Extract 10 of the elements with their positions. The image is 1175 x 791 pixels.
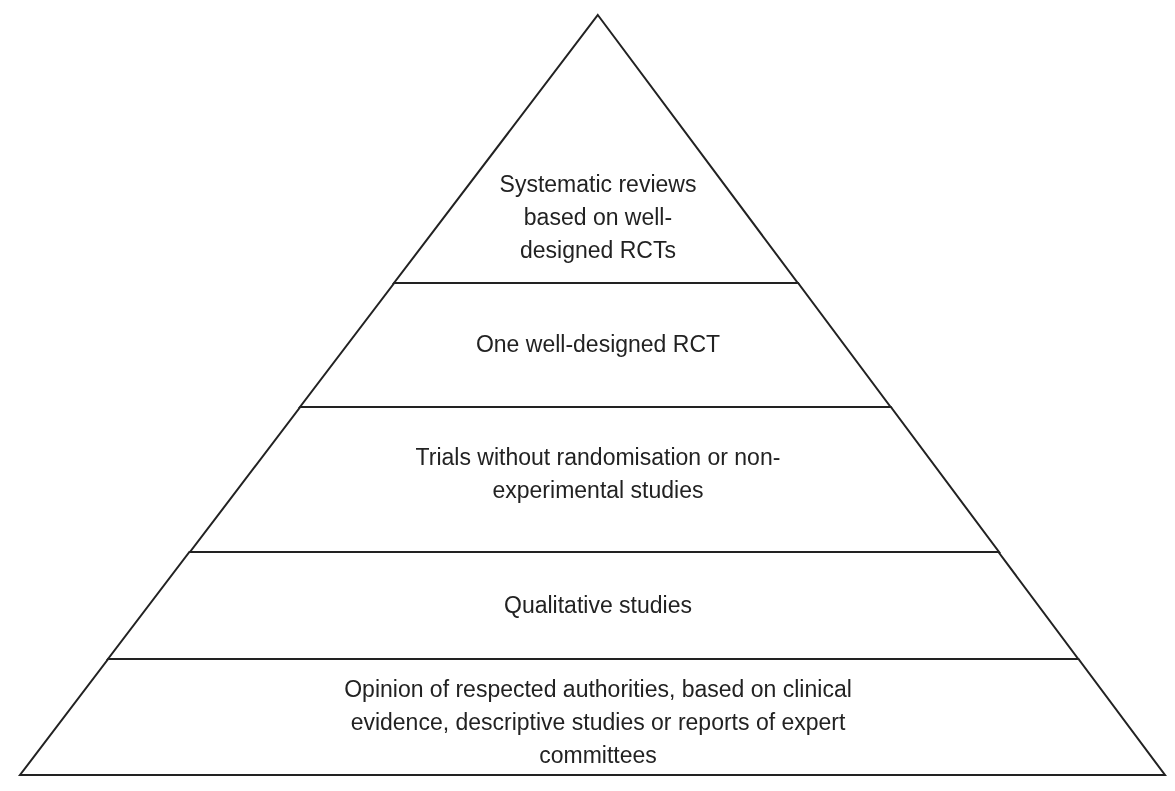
tier-label: Opinion of respected authorities, based on clinical evidence, descriptive studies or reports of expert committees — [343, 675, 853, 770]
tier-label: One well-designed RCT — [474, 330, 722, 359]
tier-label: Trials without randomisation or non-experimental studies — [414, 443, 782, 505]
tier-label: Systematic reviews based on well-designed RCTs — [498, 170, 698, 265]
pyramid-tier — [189, 407, 999, 552]
pyramid-tier — [108, 552, 1079, 659]
pyramid-apex-tier — [394, 15, 798, 283]
pyramid-tier — [299, 283, 891, 407]
pyramid-tier — [20, 659, 1165, 775]
tier-label: Qualitative studies — [503, 591, 693, 620]
